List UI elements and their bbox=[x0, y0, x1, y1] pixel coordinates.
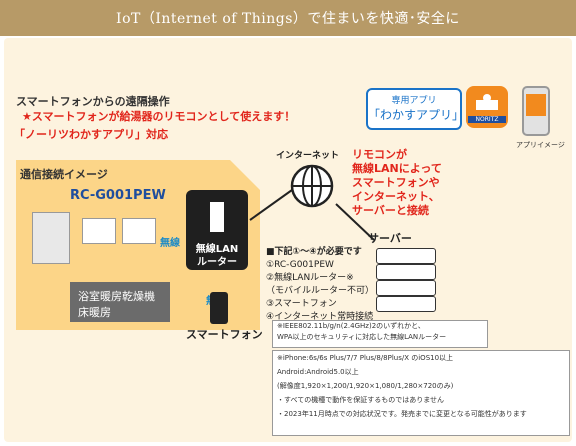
server-unit-1 bbox=[376, 248, 436, 264]
remote-feature-line-5: サーバーと接続 bbox=[352, 204, 429, 217]
requirement-item-5: ④インターネット常時接続 bbox=[266, 312, 374, 322]
server-unit-2 bbox=[376, 264, 436, 280]
header-title: IoT（Internet of Things）で住まいを快適･安全に bbox=[116, 11, 460, 27]
remote-controller-2 bbox=[122, 218, 156, 244]
router-label-2: ルーター bbox=[197, 257, 237, 268]
remote-feature-line-1: リモコンが bbox=[352, 148, 407, 161]
server-unit-4 bbox=[376, 296, 436, 312]
internet-label: インターネット bbox=[276, 151, 340, 161]
bath-icon bbox=[476, 94, 498, 110]
requirement-item-3: （モバイルルーター不可） bbox=[266, 286, 375, 296]
bath-panel: 浴室暖房乾燥機 床暖房 bbox=[70, 282, 170, 322]
globe-icon bbox=[290, 164, 334, 208]
phone-label: スマートフォン bbox=[186, 328, 263, 341]
app-label: 専用アプリ bbox=[391, 96, 437, 106]
note-2-line-5: ・2023年11月時点での対応状況です。発売までに変更となる可能性があります bbox=[277, 410, 527, 418]
requirement-item-2: ②無線LANルーター※ bbox=[266, 273, 354, 283]
bath-label-2: 床暖房 bbox=[78, 306, 111, 319]
page-header: IoT（Internet of Things）で住まいを快適･安全に bbox=[0, 0, 576, 36]
requirement-item-4: ③スマートフォン bbox=[266, 299, 337, 309]
app-caption: アプリイメージ bbox=[516, 141, 565, 149]
note-1-line-1: ※IEEE802.11b/g/n(2.4GHz)2のいずれかと、 bbox=[277, 322, 425, 330]
server-unit-3 bbox=[376, 280, 436, 296]
router-device: 無線LAN ルーター bbox=[186, 190, 248, 270]
water-heater bbox=[32, 212, 70, 264]
note-2-line-2: Android:Android5.0以上 bbox=[277, 368, 359, 376]
server-label: サーバー bbox=[368, 232, 412, 245]
wireless-left: 無線 bbox=[160, 238, 180, 249]
remote-feature-line-4: インターネット、 bbox=[352, 190, 440, 203]
remote-feature-line-2: 無線LANによって bbox=[352, 162, 442, 175]
note-1-line-2: WPA以上のセキュリティに対応した無線LANルーター bbox=[277, 333, 447, 341]
note-2-line-3: (解像度1,920×1,200/1,920×1,080/1,280×720のみ) bbox=[277, 382, 454, 390]
model-name: RC-G001PEW bbox=[70, 188, 166, 203]
network-title: 通信接続イメージ bbox=[20, 168, 108, 181]
app-card[interactable]: 専用アプリ 「わかすアプリ」 bbox=[366, 88, 465, 130]
note-2-line-1: ※iPhone:6s/6s Plus/7/7 Plus/8/8Plus/X のi… bbox=[277, 354, 454, 362]
app-phone-image bbox=[522, 86, 550, 136]
bath-label-1: 浴室暖房乾燥機 bbox=[78, 290, 155, 303]
remote-feature: リモコンが 無線LANによって スマートフォンや インターネット、 サーバーと接… bbox=[352, 148, 482, 218]
remote-tagline: ★スマートフォンが給湯器のリモコンとして使えます！ bbox=[22, 110, 296, 123]
note-1: ※IEEE802.11b/g/n(2.4GHz)2のいずれかと、 WPA以上のセ… bbox=[272, 320, 488, 348]
note-2: ※iPhone:6s/6s Plus/7/7 Plus/8/8Plus/X のi… bbox=[272, 350, 570, 436]
router-antenna bbox=[210, 202, 224, 232]
remote-feature-line-3: スマートフォンや bbox=[352, 176, 440, 189]
app-name: 「わかすアプリ」 bbox=[368, 108, 465, 122]
router-label-1: 無線LAN bbox=[195, 244, 239, 255]
phone-device bbox=[210, 292, 228, 324]
app-brand: NORITZ bbox=[468, 116, 506, 123]
app-compat: 「ノーリツわかすアプリ」対応 bbox=[14, 128, 168, 141]
requirements-heading: ■下記①〜④が必要です bbox=[266, 247, 362, 257]
remote-controller-1 bbox=[82, 218, 116, 244]
remote-title: スマートフォンからの遠隔操作 bbox=[16, 95, 170, 108]
requirement-item-1: ①RC-G001PEW bbox=[266, 260, 334, 270]
note-2-line-4: ・すべての機種で動作を保証するものではありません bbox=[277, 396, 445, 404]
phone-screen bbox=[526, 94, 546, 116]
requirements: ■下記①〜④が必要です ①RC-G001PEW ②無線LANルーター※ （モバイ… bbox=[266, 246, 374, 324]
connection-lines bbox=[249, 189, 375, 241]
app-icon[interactable]: NORITZ bbox=[466, 86, 508, 128]
